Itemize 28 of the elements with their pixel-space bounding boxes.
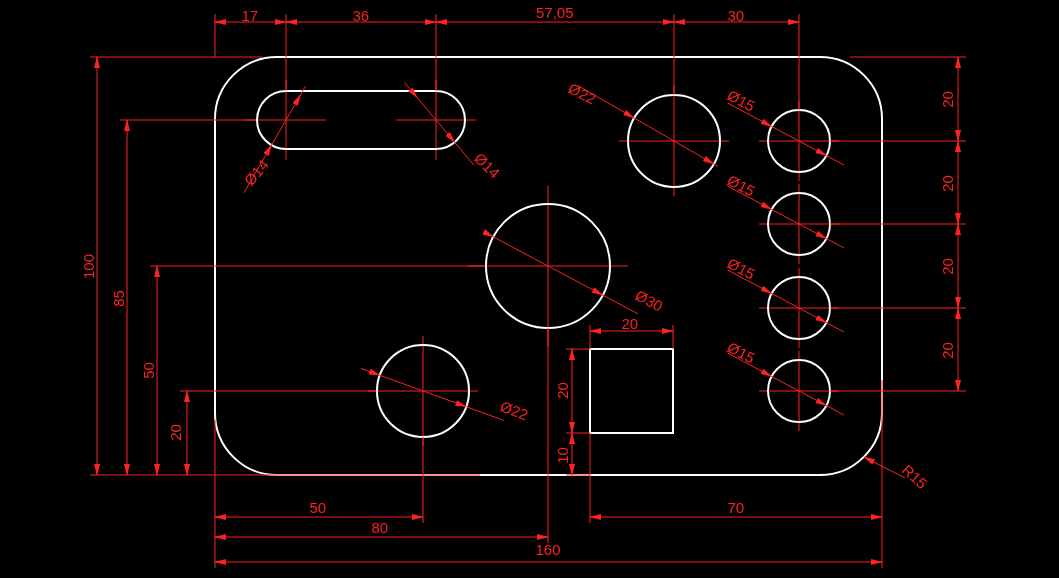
dimension-label: Ø30 — [633, 286, 666, 314]
dimension-label: 20 — [939, 90, 955, 108]
dimension-label: 50 — [309, 499, 327, 515]
dimension-label: Ø22 — [498, 398, 531, 422]
dimension-label: 50 — [140, 361, 156, 379]
dimension-label: 30 — [727, 7, 745, 23]
dimension-label: 70 — [727, 499, 745, 515]
dimension-label: Ø14 — [471, 149, 503, 181]
dimension-label: 20 — [167, 423, 183, 441]
dimension-label: 17 — [241, 7, 259, 23]
dimension-label: 20 — [939, 257, 955, 275]
dimension-label: 100 — [80, 253, 96, 279]
dimension-label: Ø15 — [725, 86, 758, 114]
dimension-label: 20 — [939, 174, 955, 192]
dimension-label: Ø22 — [566, 79, 599, 107]
dimension-label: 36 — [352, 7, 370, 23]
dimension-label: 160 — [535, 541, 561, 557]
dimension-label: 20 — [554, 381, 570, 399]
dimension-label: 80 — [371, 519, 389, 535]
dimension-label: 57,05 — [536, 4, 574, 20]
dimension-label: 85 — [110, 289, 126, 307]
dimension-label: 10 — [554, 446, 570, 464]
dimension-label: Ø15 — [725, 338, 758, 366]
dimension-label: Ø15 — [725, 171, 758, 199]
dimension-label: R15 — [899, 461, 930, 491]
dimension-label: Ø15 — [725, 254, 758, 282]
dimension-label: 20 — [939, 341, 955, 359]
dimension-label: 20 — [621, 315, 639, 331]
